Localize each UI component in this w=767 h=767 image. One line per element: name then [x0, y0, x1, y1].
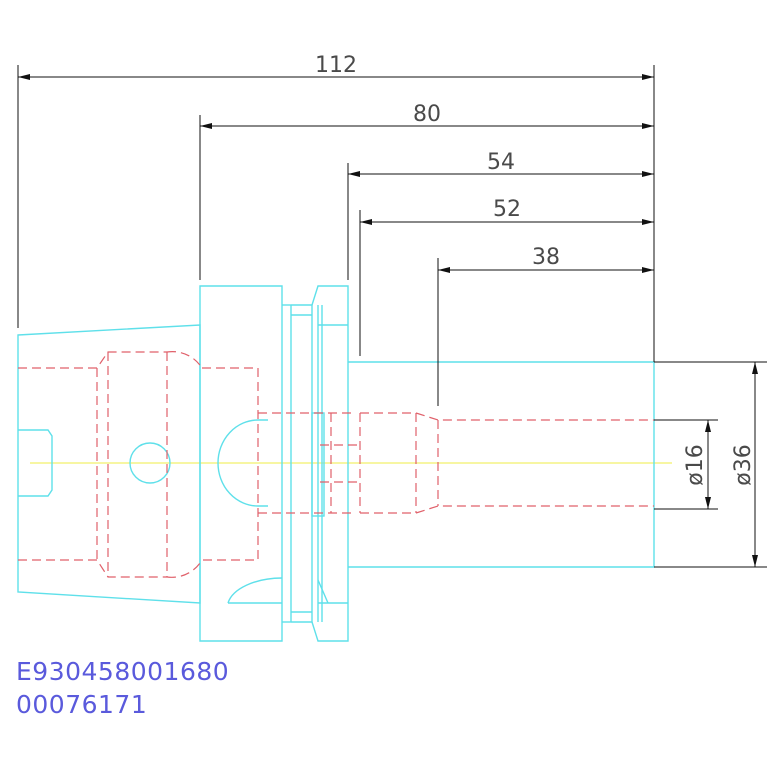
part-outline [17, 285, 655, 642]
dim-80-label: 80 [413, 102, 441, 127]
dim-112-label: 112 [315, 53, 357, 78]
dim-dia36-label: ø36 [731, 444, 756, 485]
hidden-lines [18, 351, 654, 578]
part-number: 00076171 [16, 690, 147, 719]
dimension-lines [17, 65, 767, 568]
dim-52-label: 52 [493, 197, 521, 222]
part-code: E930458001680 [16, 657, 229, 686]
dim-54-label: 54 [487, 150, 515, 175]
dim-dia16-label: ø16 [683, 444, 708, 485]
dim-38-label: 38 [532, 245, 560, 270]
